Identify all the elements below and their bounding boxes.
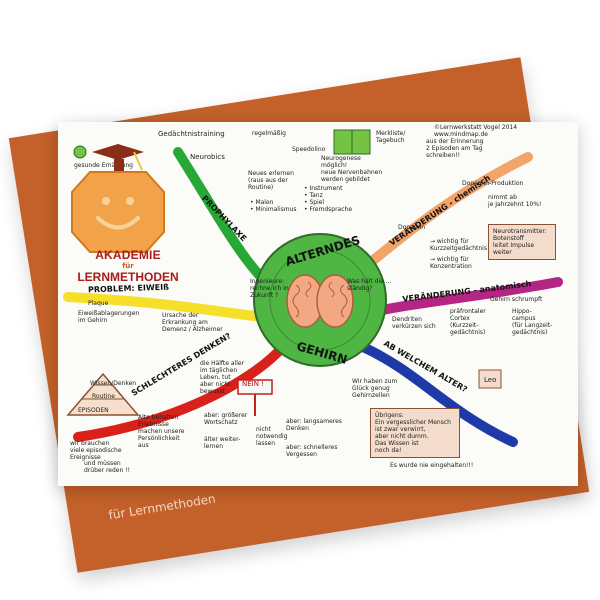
logo-mid: für	[122, 262, 134, 270]
pyramid-label-routine: Routine	[92, 393, 115, 400]
note-wir-brauchen: wir brauchen viele episodische Ereigniss…	[70, 440, 122, 461]
pyramid-label-episoden: EPISODEN	[78, 407, 109, 414]
note-konzentration: → wichtig für Konzentration	[430, 256, 472, 270]
pyramid-label-wissen: Wissen/Denken	[90, 380, 137, 387]
note-plaque: Plaque	[88, 300, 109, 307]
center-left-note: Ingenieure: rechne ich in Zukunft ?	[250, 278, 289, 299]
branch-ab-welchem-alter	[358, 342, 518, 447]
center-right-note: Was hält die ... ständig?	[347, 278, 392, 292]
branch-schlechteres-denken	[73, 347, 283, 442]
note-kurzzeitgedaechtnis: → wichtig für Kurzzeitgedächtnis	[430, 238, 487, 252]
note-neurobics: Neurobics	[190, 153, 225, 161]
brain-icon	[286, 274, 354, 328]
apple-icon	[73, 145, 87, 159]
note-neues-lernen: Neues erlernen (raus aus der Routine)	[248, 170, 294, 191]
note-es-wurde-nie: Es wurde nie eingehalten!!!	[390, 462, 474, 469]
note-uebrigens: Übrigens: Ein vergesslicher Mensch ist z…	[370, 408, 460, 458]
note-ursache: Ursache der Erkrankung am Demenz / Alzhe…	[162, 312, 223, 333]
note-aber-schnelleres: aber: schnelleres Vergessen	[286, 444, 338, 458]
note-neurotransmitter: Neurotransmitter: Botenstoff leitet Impu…	[488, 224, 556, 260]
note-leo: Leo	[484, 376, 497, 384]
akademie-logo: AKADEMIE für LERNMETHODEN	[58, 144, 198, 284]
note-nicht-notwendig: nicht notwendig lassen	[256, 426, 288, 447]
note-neurogenese: Neurogenese möglich! neue Nervenbahnen w…	[321, 155, 383, 183]
note-gedaechtnistraining: Gedächtnistraining	[158, 130, 225, 138]
note-eiweissablagerungen: Eiweißablagerungen im Gehirn	[78, 310, 140, 324]
note-aber-groesserer: aber: größerer Wortschatz	[204, 412, 248, 426]
branch-problem	[63, 292, 268, 322]
nein-sign-icon	[237, 379, 273, 416]
note-aus-der-erinnerung: aus der Erinnerung 2 Episoden am Tag sch…	[426, 138, 484, 159]
book-icon	[333, 129, 371, 155]
note-die-haelfte: die Hälfte aller im täglichen Leben, tut…	[200, 360, 245, 395]
note-gehirn-schrumpft: Gehirn schrumpft	[490, 296, 543, 303]
note-nein: NEIN !	[242, 380, 264, 388]
note-dendriten: Dendriten verkürzen sich	[392, 316, 436, 330]
note-malen: • Malen • Minimalismus	[250, 199, 297, 213]
note-dopamin: Dopamin	[398, 224, 426, 231]
mindmap-drawing	[63, 129, 563, 447]
note-instrument: • Instrument • Tanz • Spiel • Fremdsprac…	[304, 185, 353, 213]
note-speedolino: Speedolino	[292, 146, 326, 153]
logo-face-icon	[71, 144, 165, 253]
note-regelmaessig: regelmäßig	[252, 130, 286, 137]
note-nimmt-ab: nimmt ab je Jahrzehnt 10%!	[488, 194, 542, 208]
note-dopamin-produktion: Dopamin-Produktion	[462, 180, 524, 187]
note-umso-mehr: und müssen drüber reden !!	[84, 460, 130, 474]
pyramid-icon	[66, 372, 140, 416]
note-merkliste: Merkliste/ Tagebuch	[376, 130, 406, 144]
blue-branch-box	[478, 369, 502, 389]
branch-veraenderung-anatomisch	[368, 277, 563, 317]
note-hippocampus: Hippo- campus (für Langzeit- gedächtnis)	[512, 308, 553, 336]
note-oeller: älter weiter- lernen	[204, 436, 241, 450]
logo-sub: LERNMETHODEN	[77, 270, 179, 284]
note-praefrontaler: präfrontaler Cortex (Kurzzeit- gedächtni…	[450, 308, 486, 336]
note-alte-behalten: Alte behalten Erlebnisse machen unsere P…	[138, 414, 185, 449]
note-wir-haben: Wir haben zum Glück genug Gehirnzellen	[352, 378, 398, 399]
mindmap-paper: ALTERNDES GEHIRN Ingenieure: rechne ich …	[58, 122, 578, 486]
note-aber-langsameres: aber: langsameres Denken	[286, 418, 342, 432]
logo-title: AKADEMIE	[95, 248, 161, 262]
note-copyright: ©Lernwerkstatt Vogel 2014 www.mindmap.de	[434, 124, 518, 138]
